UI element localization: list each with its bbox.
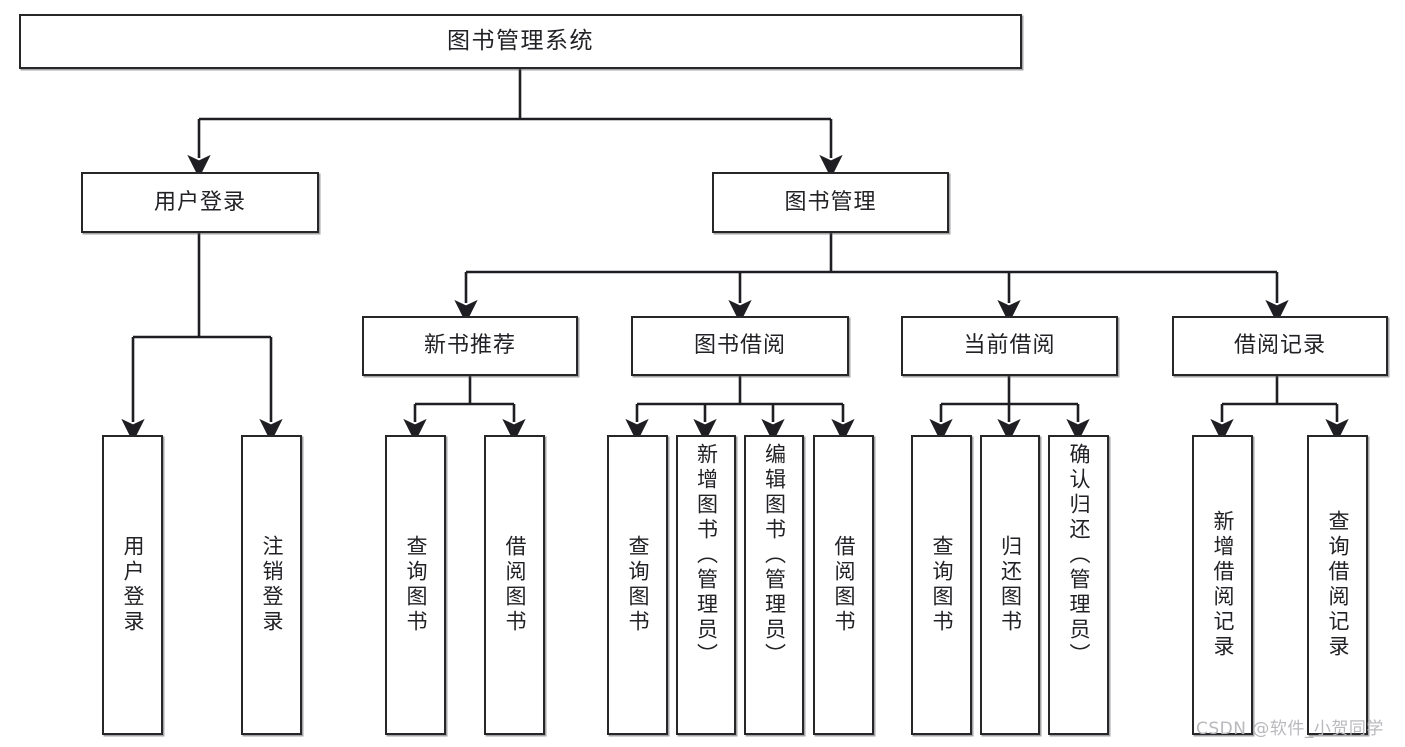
node-label: 归还图书 [998, 535, 1023, 635]
node-current-borrow[interactable]: 当前借阅 [901, 316, 1118, 376]
node-label: 新书推荐 [423, 333, 516, 359]
node-leaf-user-login[interactable]: 用户登录 [102, 435, 163, 735]
node-leaf-query-record[interactable]: 查询借阅记录 [1307, 435, 1368, 735]
node-new-book-recommend[interactable]: 新书推荐 [362, 316, 578, 376]
node-leaf-query-book-2[interactable]: 查询图书 [607, 435, 668, 735]
node-book-manage[interactable]: 图书管理 [712, 172, 949, 233]
node-label: 图书借阅 [693, 333, 786, 359]
node-leaf-query-book-1[interactable]: 查询图书 [385, 435, 446, 735]
node-label: 当前借阅 [963, 333, 1056, 359]
node-leaf-edit-book[interactable]: 编辑图书（管理员） [744, 435, 804, 735]
node-label: 图书管理 [784, 189, 877, 215]
node-borrow-record[interactable]: 借阅记录 [1172, 316, 1388, 376]
node-label: 查询图书 [404, 535, 428, 635]
node-label: 注销登录 [260, 535, 284, 635]
node-label: 编辑图书（管理员） [762, 443, 787, 668]
watermark-text: CSDN @软件_小贺同学 [1196, 719, 1384, 739]
node-label: 借阅图书 [832, 535, 856, 635]
node-leaf-query-book-3[interactable]: 查询图书 [911, 435, 972, 735]
node-leaf-borrow-book-1[interactable]: 借阅图书 [484, 435, 545, 735]
node-label: 新增借阅记录 [1211, 510, 1235, 660]
node-leaf-confirm-return[interactable]: 确认归还（管理员） [1048, 435, 1109, 735]
node-label: 图书管理系统 [447, 28, 594, 55]
node-leaf-add-record[interactable]: 新增借阅记录 [1192, 435, 1253, 735]
node-book-management-system[interactable]: 图书管理系统 [19, 14, 1022, 69]
node-leaf-logout-login[interactable]: 注销登录 [241, 435, 302, 735]
node-leaf-return-book[interactable]: 归还图书 [980, 435, 1040, 735]
node-label: 查询图书 [626, 535, 650, 635]
node-label: 确认归还（管理员） [1067, 443, 1091, 668]
node-label: 查询借阅记录 [1326, 510, 1350, 660]
node-label: 查询图书 [930, 535, 954, 635]
node-book-borrow[interactable]: 图书借阅 [631, 316, 849, 376]
node-label: 借阅图书 [503, 535, 527, 635]
node-label: 用户登录 [153, 189, 246, 215]
node-user-login[interactable]: 用户登录 [81, 172, 319, 233]
node-label: 借阅记录 [1233, 333, 1326, 359]
node-label: 用户登录 [121, 535, 145, 635]
node-leaf-add-book[interactable]: 新增图书（管理员） [676, 435, 736, 735]
node-label: 新增图书（管理员） [694, 443, 719, 668]
node-leaf-borrow-book-2[interactable]: 借阅图书 [813, 435, 874, 735]
